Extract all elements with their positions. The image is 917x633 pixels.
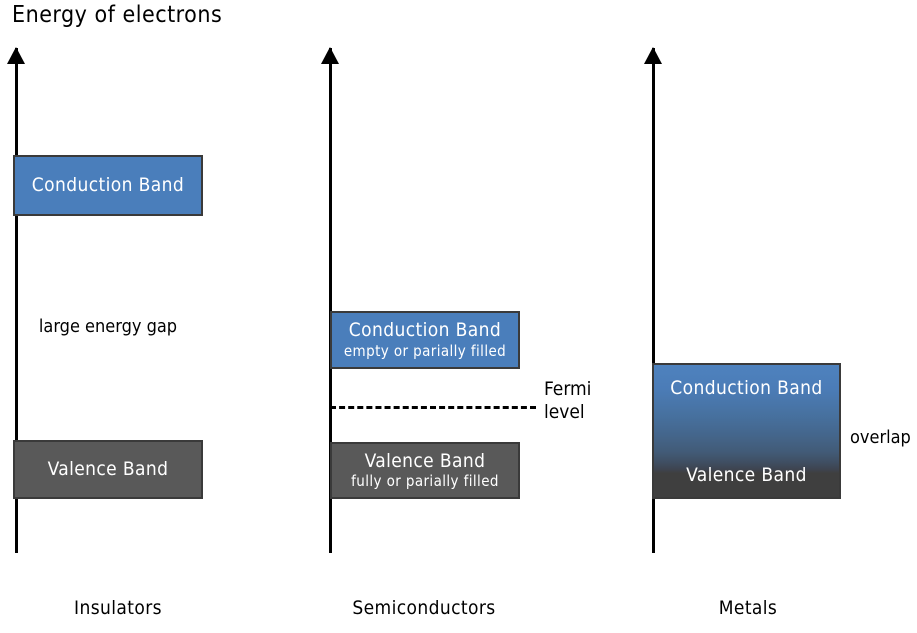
page-title: Energy of electrons [12,2,223,28]
band-label: Valence Band [364,449,486,472]
band-label: Valence Band [47,457,169,480]
semiconductors-valence-band: Valence Band fully or parially filled [330,442,520,499]
axis-line [15,48,18,553]
fermi-level-line [330,406,536,409]
category-caption-metals: Metals [718,597,778,619]
metals-overlapping-bands: Conduction Band Valence Band [652,363,841,499]
semiconductors-conduction-band: Conduction Band empty or parially filled [330,311,520,369]
category-caption-insulators: Insulators [74,597,162,619]
fermi-label-line-1: Fermi [544,378,592,400]
band-label-conduction: Conduction Band [670,377,823,399]
insulators-conduction-band: Conduction Band [13,155,203,216]
band-sublabel: fully or parially filled [351,472,499,491]
band-sublabel: empty or parially filled [343,341,507,360]
band-label-valence: Valence Band [686,464,807,486]
band-label: Conduction Band [31,173,185,196]
axis-line [652,48,655,553]
insulators-valence-band: Valence Band [13,440,203,499]
metals-overlap-label: overlap [850,427,911,448]
insulators-gap-label: large energy gap [38,316,178,337]
band-label: Conduction Band [348,319,502,342]
fermi-label-line-2: level [544,401,585,424]
fermi-level-label: Fermi level [544,378,591,424]
axis-line [329,48,332,553]
category-caption-semiconductors: Semiconductors [352,597,496,619]
